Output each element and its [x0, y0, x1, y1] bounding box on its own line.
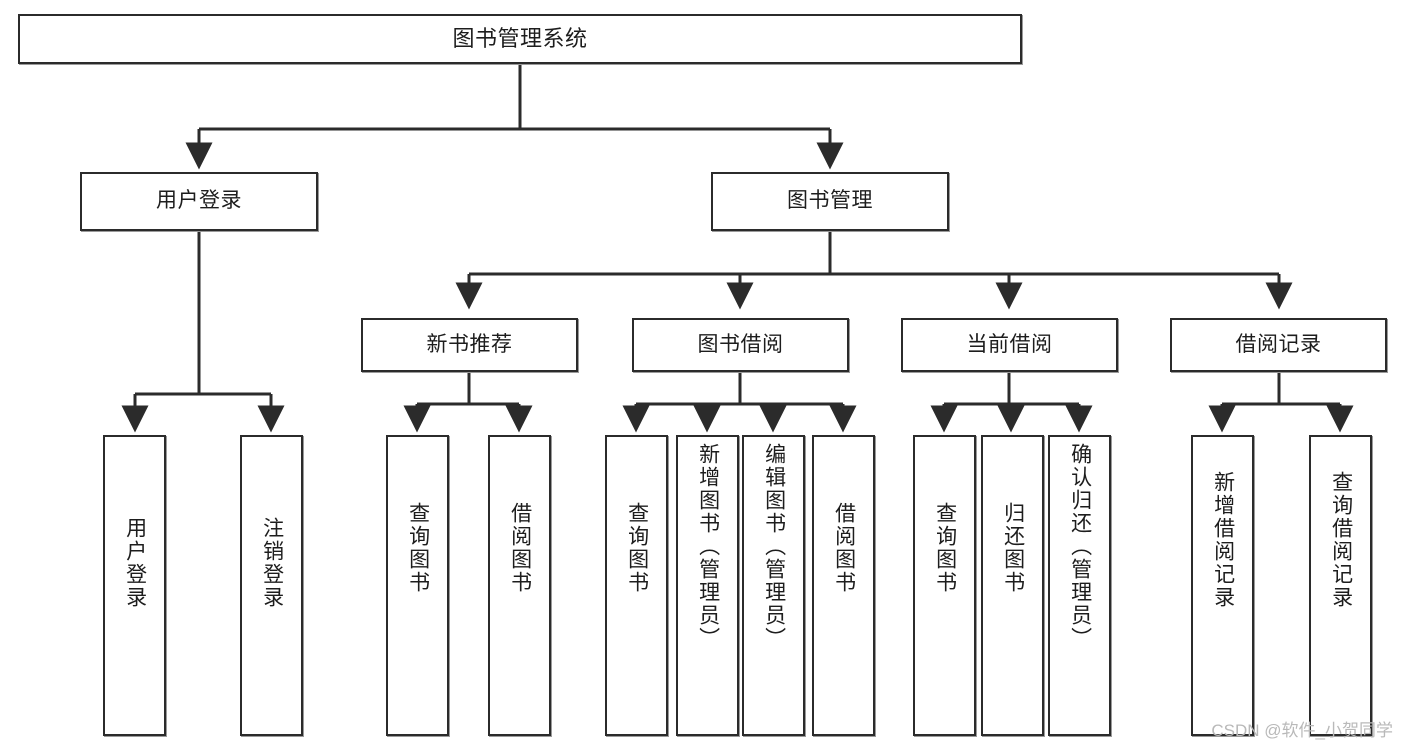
node-label: 用户登录 — [123, 517, 147, 609]
node-leaf-confirm-return-admin[interactable]: 确认归还（管理员） — [1048, 435, 1111, 736]
node-label: 借阅图书 — [508, 502, 532, 594]
node-leaf-logout[interactable]: 注销登录 — [240, 435, 303, 736]
node-leaf-edit-book-admin[interactable]: 编辑图书（管理员） — [742, 435, 805, 736]
node-label: 查询图书 — [933, 502, 957, 594]
node-label: 图书借阅 — [697, 332, 784, 356]
node-label: 查询图书 — [625, 502, 649, 594]
node-label: 借阅记录 — [1235, 332, 1322, 356]
node-label: 查询图书 — [406, 502, 430, 594]
node-leaf-query-borrow-record[interactable]: 查询借阅记录 — [1309, 435, 1372, 736]
node-current-borrow[interactable]: 当前借阅 — [901, 318, 1118, 372]
node-user-login[interactable]: 用户登录 — [80, 172, 318, 231]
node-label: 确认归还（管理员） — [1068, 443, 1092, 650]
node-root-book-management-system[interactable]: 图书管理系统 — [18, 14, 1022, 64]
node-label: 新增图书（管理员） — [696, 443, 720, 650]
node-leaf-query-book-current[interactable]: 查询图书 — [913, 435, 976, 736]
node-leaf-add-book-admin[interactable]: 新增图书（管理员） — [676, 435, 739, 736]
node-leaf-borrow-book-borrow[interactable]: 借阅图书 — [812, 435, 875, 736]
node-label: 图书管理系统 — [452, 26, 588, 52]
node-book-management[interactable]: 图书管理 — [711, 172, 949, 231]
node-new-book-recommend[interactable]: 新书推荐 — [361, 318, 578, 372]
node-leaf-borrow-book-recommend[interactable]: 借阅图书 — [488, 435, 551, 736]
node-leaf-query-book-recommend[interactable]: 查询图书 — [386, 435, 449, 736]
node-label: 图书管理 — [787, 189, 873, 213]
node-borrow-record[interactable]: 借阅记录 — [1170, 318, 1387, 372]
node-label: 归还图书 — [1001, 502, 1025, 594]
node-book-borrow[interactable]: 图书借阅 — [632, 318, 849, 372]
node-label: 注销登录 — [260, 517, 284, 609]
node-label: 查询借阅记录 — [1329, 471, 1353, 609]
node-label: 当前借阅 — [966, 332, 1053, 356]
node-leaf-user-login[interactable]: 用户登录 — [103, 435, 166, 736]
node-leaf-return-book[interactable]: 归还图书 — [981, 435, 1044, 736]
node-label: 用户登录 — [156, 189, 242, 213]
watermark-text: CSDN @软件_小贺同学 — [1211, 721, 1393, 740]
node-leaf-add-borrow-record[interactable]: 新增借阅记录 — [1191, 435, 1254, 736]
node-label: 新书推荐 — [426, 332, 513, 356]
node-label: 新增借阅记录 — [1211, 471, 1235, 609]
node-label: 编辑图书（管理员） — [762, 443, 786, 650]
node-label: 借阅图书 — [832, 502, 856, 594]
node-leaf-query-book-borrow[interactable]: 查询图书 — [605, 435, 668, 736]
